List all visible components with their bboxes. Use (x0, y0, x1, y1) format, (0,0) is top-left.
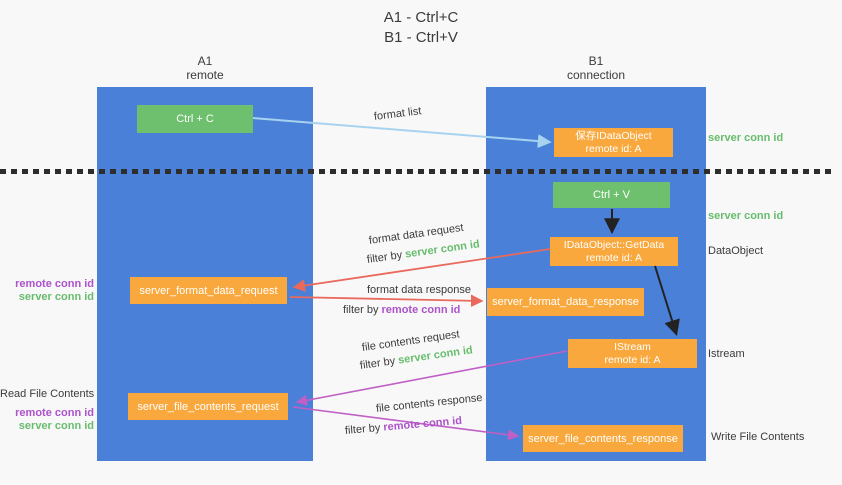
node-istream-line1: IStream (614, 340, 651, 353)
label-filter-remote-1: filter by remote conn id (343, 304, 460, 316)
node-ctrl-c-label: Ctrl + C (176, 113, 214, 125)
annotation-server-conn-id-mid: server conn id (708, 210, 784, 222)
node-save-idataobject-line1: 保存IDataObject (575, 129, 652, 142)
lane-a1-name: A1 (197, 54, 213, 68)
filter-by-text: filter by (344, 421, 381, 437)
annotation-dataobject: DataObject (708, 245, 764, 257)
server-conn-id-text: server conn id (404, 238, 481, 261)
remote-conn-id-text: remote conn id (381, 304, 461, 316)
filter-by-text: filter by (366, 249, 403, 266)
node-format-response-label: server_format_data_response (492, 296, 639, 308)
node-file-request-label: server_file_contents_request (137, 400, 279, 413)
dashed-divider (0, 169, 836, 174)
remote-conn-id-text: remote conn id (382, 414, 463, 434)
filter-by-text: filter by (343, 304, 379, 316)
node-save-idataobject-line2: remote id: A (585, 142, 642, 155)
arrow-format-data-response (289, 294, 484, 308)
node-save-idataobject: 保存IDataObject remote id: A (554, 128, 673, 157)
annotation-server-conn-id-left-bottom: server conn id (18, 420, 94, 432)
node-server-format-data-request: server_format_data_request (130, 277, 287, 304)
server-conn-id-text: server conn id (397, 344, 474, 367)
node-server-file-contents-response: server_file_contents_response (523, 425, 683, 452)
label-file-contents-response: file contents response (375, 391, 484, 415)
node-getdata-line1: IDataObject::GetData (563, 238, 665, 251)
label-format-list: format list (373, 105, 423, 123)
lane-a1-subtitle: remote (186, 68, 224, 82)
node-idataobject-getdata: IDataObject::GetData remote id: A (550, 237, 678, 266)
annotation-read-file-contents: Read File Contents (0, 388, 95, 400)
node-server-file-contents-request: server_file_contents_request (128, 393, 288, 420)
node-ctrl-v-label: Ctrl + V (593, 189, 630, 201)
title-line-2: B1 - Ctrl+V (384, 29, 458, 46)
node-istream-line2: remote id: A (604, 353, 661, 366)
annotation-remote-conn-id-bottom: remote conn id (15, 407, 94, 419)
diagram-title: A1 - Ctrl+C B1 - Ctrl+V (0, 8, 842, 48)
label-format-data-response: format data response (367, 284, 471, 296)
node-file-response-label: server_file_contents_response (528, 432, 678, 445)
node-istream: IStream remote id: A (568, 339, 697, 368)
node-format-request-label: server_format_data_request (139, 284, 278, 297)
annotation-server-conn-id-left-top: server conn id (18, 291, 94, 303)
annotation-remote-conn-id-top: remote conn id (15, 278, 94, 290)
node-ctrl-c: Ctrl + C (137, 105, 253, 133)
annotation-write-file-contents: Write File Contents (711, 431, 805, 443)
title-line-1: A1 - Ctrl+C (383, 9, 459, 26)
annotation-istream: Istream (708, 348, 745, 360)
annotation-server-conn-id-top: server conn id (708, 132, 784, 144)
lane-header-b1: B1 connection (486, 54, 706, 82)
node-ctrl-v: Ctrl + V (553, 182, 670, 208)
lane-header-a1: A1 remote (97, 54, 313, 82)
node-getdata-line2: remote id: A (585, 251, 643, 264)
node-server-format-data-response: server_format_data_response (487, 288, 644, 316)
lane-b1-name: B1 (588, 54, 604, 68)
label-filter-remote-2: filter by remote conn id (344, 415, 462, 437)
lane-b1-subtitle: connection (566, 68, 626, 82)
filter-by-text: filter by (359, 355, 396, 372)
